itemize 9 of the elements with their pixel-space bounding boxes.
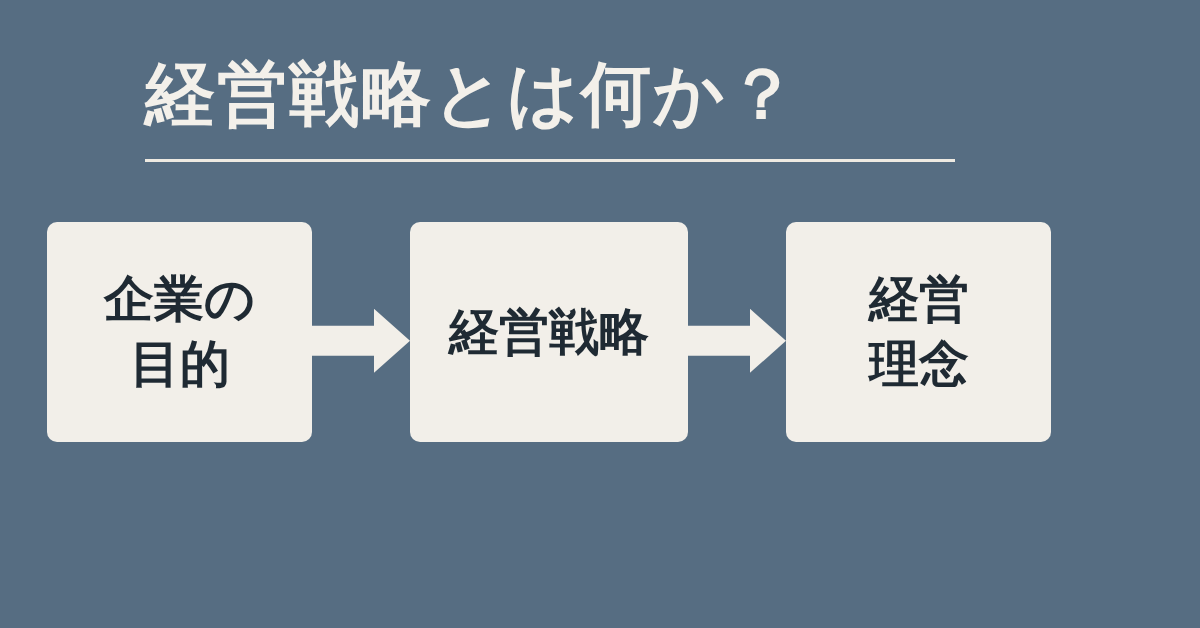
box-label: 企業の目的 — [102, 269, 256, 395]
arrow — [312, 308, 410, 373]
process-box — [410, 222, 688, 442]
arrow — [688, 308, 786, 373]
process-box — [786, 222, 1051, 442]
box-label: 経営理念 — [868, 269, 969, 395]
box-label: 経営戦略 — [449, 301, 649, 363]
process-box — [47, 222, 312, 442]
title: 経営戦略とは何か？ — [145, 52, 799, 137]
